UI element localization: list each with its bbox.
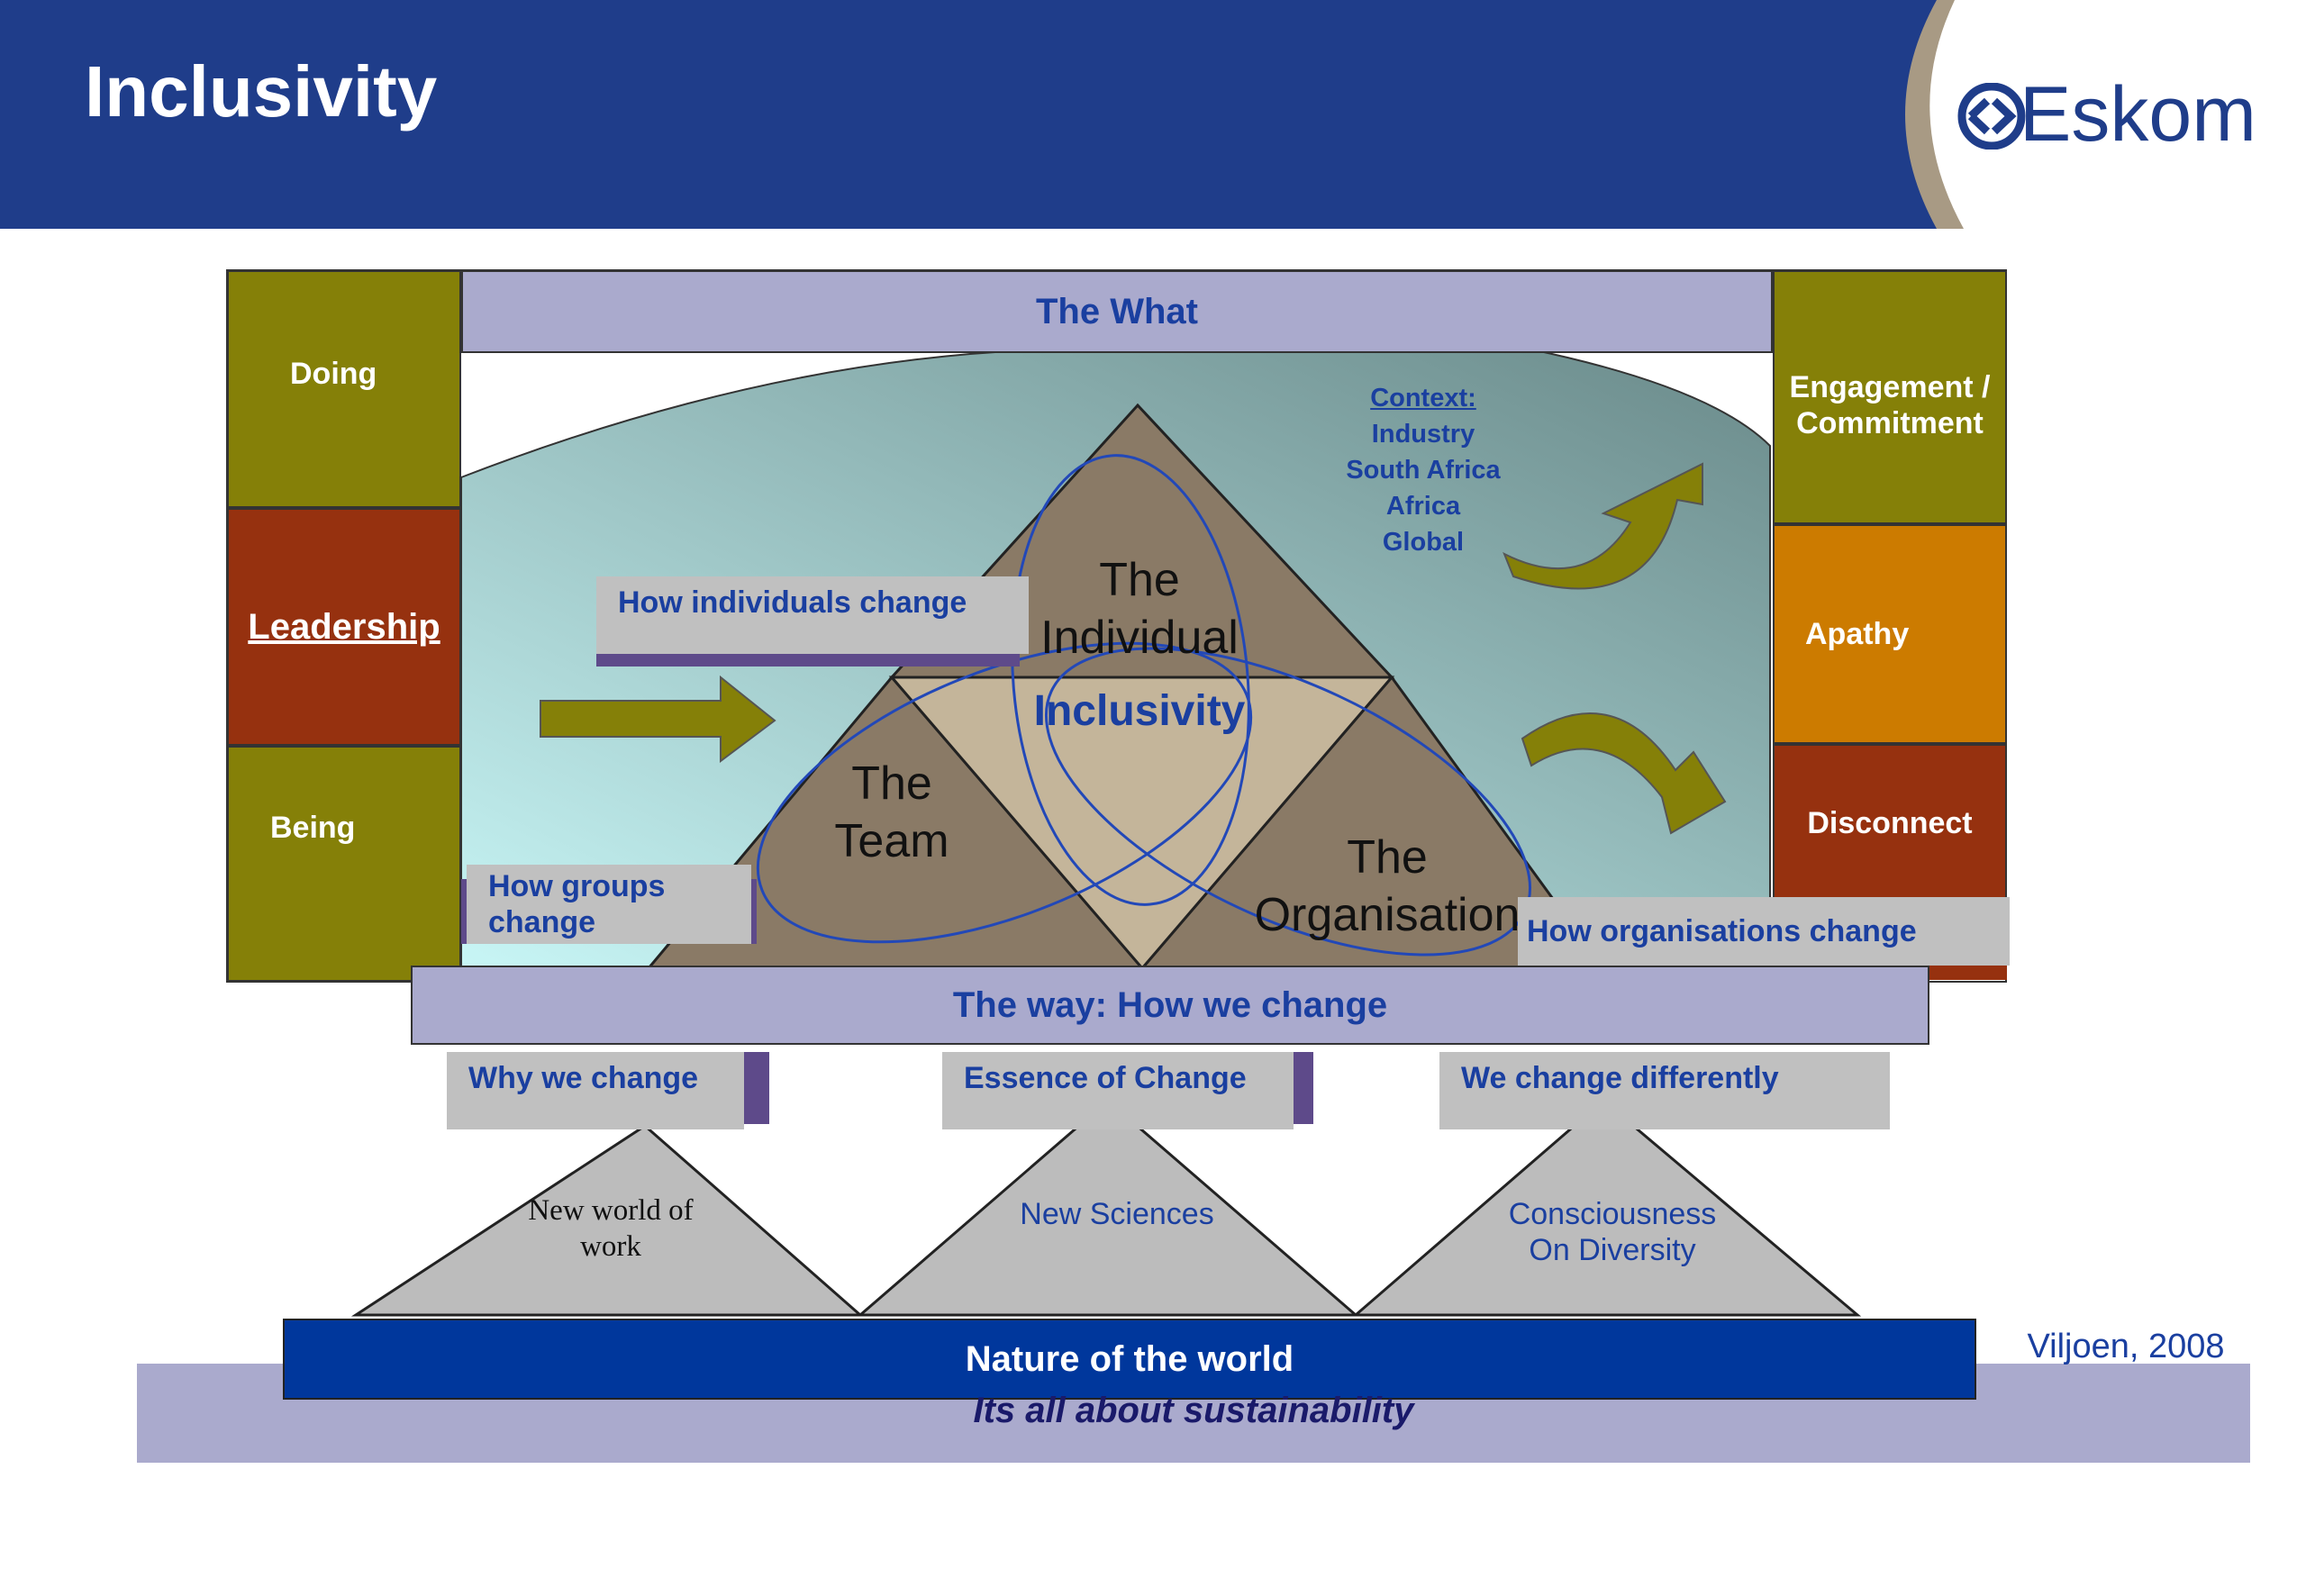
logo-text: Eskom xyxy=(2020,71,2256,158)
individual-label: The Individual xyxy=(1040,554,1239,664)
leadership-label: Leadership xyxy=(248,606,440,647)
groups-change-label: How groups change xyxy=(467,865,751,944)
context-heading: Context: xyxy=(1370,384,1476,413)
sustainability-text: Its all about sustainability xyxy=(973,1391,1414,1430)
page-title: Inclusivity xyxy=(85,51,438,131)
individuals-change-label: How individuals change xyxy=(596,576,1029,654)
inclusivity-center-label: Inclusivity xyxy=(1033,687,1246,735)
organisations-change-label: How organisations change xyxy=(1518,897,2010,966)
context-line: South Africa xyxy=(1346,456,1501,485)
doing-box: Doing xyxy=(227,270,461,508)
nature-of-world-bar: Nature of the world xyxy=(283,1319,1976,1400)
disconnect-box: Disconnect xyxy=(1773,744,2007,902)
consciousness-diversity-label: Consciousness On Diversity xyxy=(1508,1197,1717,1267)
eskom-logo-icon xyxy=(1957,83,2026,150)
context-line: Industry xyxy=(1371,420,1475,449)
new-sciences-label: New Sciences xyxy=(1020,1197,1214,1231)
leadership-box: Leadership xyxy=(227,508,461,746)
the-what-bar: The What xyxy=(461,270,1773,353)
team-label: The Team xyxy=(834,757,949,867)
pillar-shadow xyxy=(1290,1052,1313,1124)
context-list: Context: Industry South Africa Africa Gl… xyxy=(1306,380,1540,560)
context-line: Africa xyxy=(1385,492,1461,521)
apathy-box: Apathy xyxy=(1773,524,2007,744)
context-line: Global xyxy=(1382,528,1465,557)
why-we-change-label: Why we change xyxy=(447,1052,744,1129)
organisation-label: The Organisation xyxy=(1254,831,1521,941)
essence-of-change-label: Essence of Change xyxy=(942,1052,1294,1129)
the-way-bar: The way: How we change xyxy=(411,966,1929,1045)
logo-swoosh xyxy=(1905,0,2306,229)
new-world-of-work-label: New world of work xyxy=(528,1194,694,1263)
being-box: Being xyxy=(227,746,461,982)
engagement-box: Engagement / Commitment xyxy=(1773,270,2007,524)
we-change-differently-label: We change differently xyxy=(1439,1052,1890,1129)
citation: Viljoen, 2008 xyxy=(2027,1328,2225,1365)
